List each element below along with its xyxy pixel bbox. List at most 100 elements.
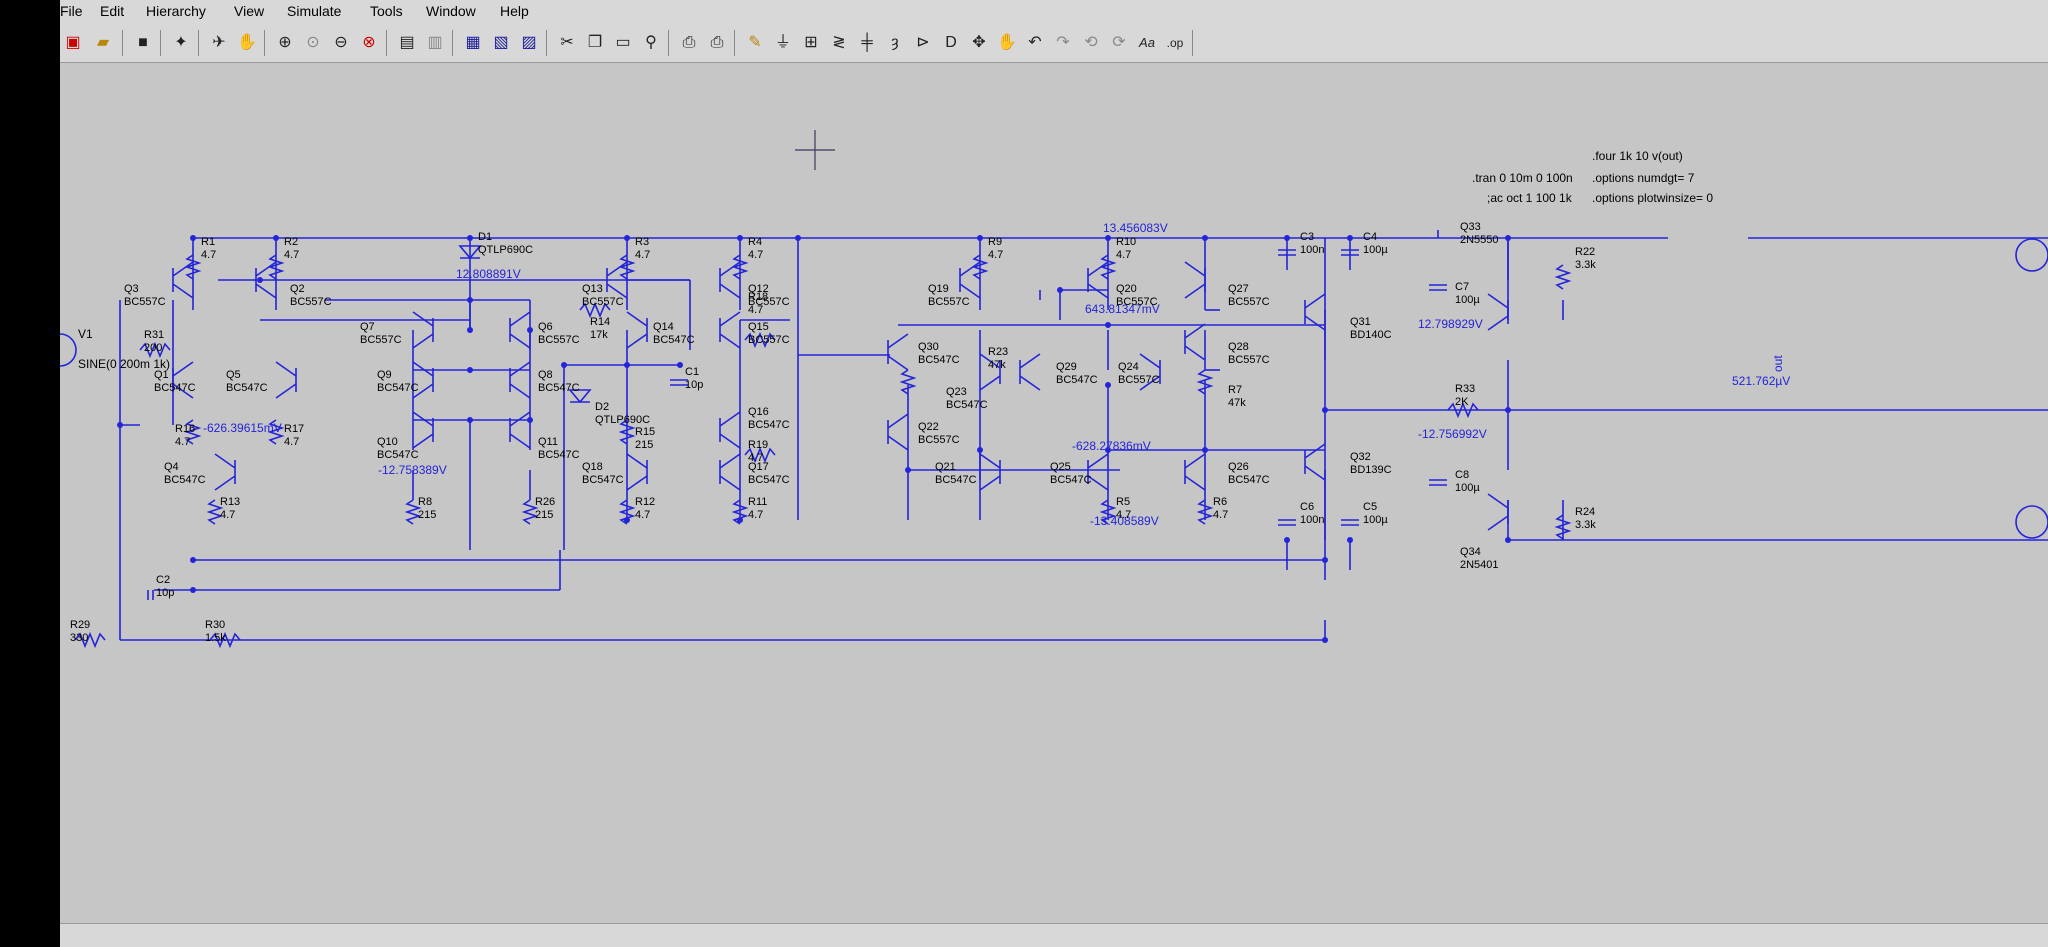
ground-icon[interactable]: ⏚ — [774, 34, 791, 51]
component-Q31-name[interactable]: Q31 — [1350, 316, 1371, 328]
component-R12-name[interactable]: R12 — [635, 496, 655, 508]
component-Q5-name[interactable]: Q5 — [226, 369, 241, 381]
component-Q15-value[interactable]: BC557C — [748, 334, 790, 346]
net-label-12-79[interactable]: 12.798929V — [1418, 317, 1483, 331]
component-C8-value[interactable]: 100µ — [1455, 482, 1480, 494]
control-panel-icon[interactable]: ✦ — [174, 34, 188, 51]
component-R3-value[interactable]: 4.7 — [635, 249, 650, 261]
component-Q28-name[interactable]: Q28 — [1228, 341, 1249, 353]
component-Q11-value[interactable]: BC547C — [538, 449, 580, 461]
tile-horizontal-icon[interactable]: ▦ — [465, 34, 481, 51]
component-C3-name[interactable]: C3 — [1300, 231, 1314, 243]
net-label-n12-75[interactable]: -12.758389V — [378, 463, 447, 477]
net-label-out[interactable]: out — [1771, 355, 1785, 372]
component-D2-value[interactable]: QTLP690C — [595, 414, 650, 426]
spice-directive-icon[interactable]: .op — [1166, 36, 1184, 50]
component-R15-name[interactable]: R15 — [635, 426, 655, 438]
component-R24-value[interactable]: 3.3k — [1575, 519, 1596, 531]
component-Q27-name[interactable]: Q27 — [1228, 283, 1249, 295]
menu-view[interactable]: View — [234, 3, 265, 19]
tran-directive[interactable]: .tran 0 10m 0 100n — [1472, 171, 1573, 185]
resistor-icon[interactable]: ≷ — [832, 34, 846, 51]
cut-icon[interactable]: ✂ — [560, 34, 574, 51]
cascade-icon[interactable]: ▨ — [521, 34, 537, 51]
new-schematic-icon[interactable]: ▣ — [65, 34, 81, 51]
component-Q8-value[interactable]: BC547C — [538, 382, 580, 394]
menu-file[interactable]: File — [60, 3, 83, 19]
label-net-icon[interactable]: ⊞ — [804, 34, 818, 51]
component-R23-value[interactable]: 47k — [988, 359, 1006, 371]
net-label-out-v[interactable]: 521.762µV — [1732, 374, 1790, 388]
component-C7-name[interactable]: C7 — [1455, 281, 1469, 293]
component-Q17-value[interactable]: BC547C — [748, 474, 790, 486]
ac-directive[interactable]: ;ac oct 1 100 1k — [1487, 191, 1573, 205]
plot-settings-icon[interactable]: ▥ — [427, 34, 443, 51]
component-Q21-name[interactable]: Q21 — [935, 461, 956, 473]
component-Q13-name[interactable]: Q13 — [582, 283, 603, 295]
component-Q28-value[interactable]: BC557C — [1228, 354, 1270, 366]
component-icon[interactable]: D — [945, 34, 957, 51]
component-Q4-name[interactable]: Q4 — [164, 461, 179, 473]
component-Q7-name[interactable]: Q7 — [360, 321, 375, 333]
component-R17-name[interactable]: R17 — [284, 423, 304, 435]
component-Q5-value[interactable]: BC547C — [226, 382, 268, 394]
component-R31-name[interactable]: R31 — [144, 329, 164, 341]
component-Q19-name[interactable]: Q19 — [928, 283, 949, 295]
component-D1-name[interactable]: D1 — [478, 231, 492, 243]
net-label-n626[interactable]: -626.39615mV — [203, 421, 282, 435]
component-R15-value[interactable]: 215 — [635, 439, 653, 451]
component-C1-name[interactable]: C1 — [685, 366, 699, 378]
component-D2-name[interactable]: D2 — [595, 401, 609, 413]
component-C3-value[interactable]: 100n — [1300, 244, 1324, 256]
component-Q23-value[interactable]: BC547C — [946, 399, 988, 411]
component-Q14-value[interactable]: BC547C — [653, 334, 695, 346]
component-R29-value[interactable]: 330 — [70, 632, 88, 644]
save-icon[interactable]: ■ — [138, 34, 148, 51]
draw-wire-icon[interactable]: ✎ — [748, 34, 762, 51]
component-Q8-name[interactable]: Q8 — [538, 369, 553, 381]
component-R13-value[interactable]: 4.7 — [220, 509, 235, 521]
net-label-12-8[interactable]: 12.808891V — [456, 267, 521, 281]
net-label-vneg[interactable]: -13.408589V — [1090, 514, 1159, 528]
four-directive[interactable]: .four 1k 10 v(out) — [1592, 149, 1683, 163]
component-R4-name[interactable]: R4 — [748, 236, 762, 248]
menu-hierarchy[interactable]: Hierarchy — [146, 3, 206, 19]
component-R22-value[interactable]: 3.3k — [1575, 259, 1596, 271]
component-Q27-value[interactable]: BC557C — [1228, 296, 1270, 308]
menu-simulate[interactable]: Simulate — [287, 3, 342, 19]
print-setup-icon[interactable]: ⎙ — [682, 34, 696, 51]
component-R6-name[interactable]: R6 — [1213, 496, 1227, 508]
component-Q13-value[interactable]: BC557C — [582, 296, 624, 308]
component-Q6-name[interactable]: Q6 — [538, 321, 553, 333]
component-R29-name[interactable]: R29 — [70, 619, 90, 631]
component-Q1-value[interactable]: BC547C — [154, 382, 196, 394]
component-Q2-name[interactable]: Q2 — [290, 283, 305, 295]
source-V1-value[interactable]: SINE(0 200m 1k) — [78, 357, 170, 371]
component-R10-value[interactable]: 4.7 — [1116, 249, 1131, 261]
component-Q23-name[interactable]: Q23 — [946, 386, 967, 398]
component-R2-name[interactable]: R2 — [284, 236, 298, 248]
move-icon[interactable]: ✥ — [972, 34, 986, 51]
component-Q3-value[interactable]: BC557C — [124, 296, 166, 308]
component-Q26-name[interactable]: Q26 — [1228, 461, 1249, 473]
component-R33-name[interactable]: R33 — [1455, 383, 1475, 395]
net-label-n12-756[interactable]: -12.756992V — [1418, 427, 1487, 441]
component-R23-name[interactable]: R23 — [988, 346, 1008, 358]
component-Q33-value[interactable]: 2N5550 — [1460, 234, 1499, 246]
component-R1-name[interactable]: R1 — [201, 236, 215, 248]
component-C5-name[interactable]: C5 — [1363, 501, 1377, 513]
component-Q33-name[interactable]: Q33 — [1460, 221, 1481, 233]
component-Q6-value[interactable]: BC557C — [538, 334, 580, 346]
open-folder-icon[interactable]: ▰ — [96, 34, 110, 51]
autorange-icon[interactable]: ▤ — [399, 34, 415, 51]
component-Q2-value[interactable]: BC557C — [290, 296, 332, 308]
component-Q10-value[interactable]: BC547C — [377, 449, 419, 461]
component-R22-name[interactable]: R22 — [1575, 246, 1595, 258]
component-Q12-value[interactable]: BC557C — [748, 296, 790, 308]
component-R4-value[interactable]: 4.7 — [748, 249, 763, 261]
component-Q12-name[interactable]: Q12 — [748, 283, 769, 295]
find-icon[interactable]: ⚲ — [645, 34, 657, 51]
component-Q18-value[interactable]: BC547C — [582, 474, 624, 486]
component-C2-name[interactable]: C2 — [156, 574, 170, 586]
zoom-fit-icon[interactable]: ⊗ — [362, 34, 376, 51]
